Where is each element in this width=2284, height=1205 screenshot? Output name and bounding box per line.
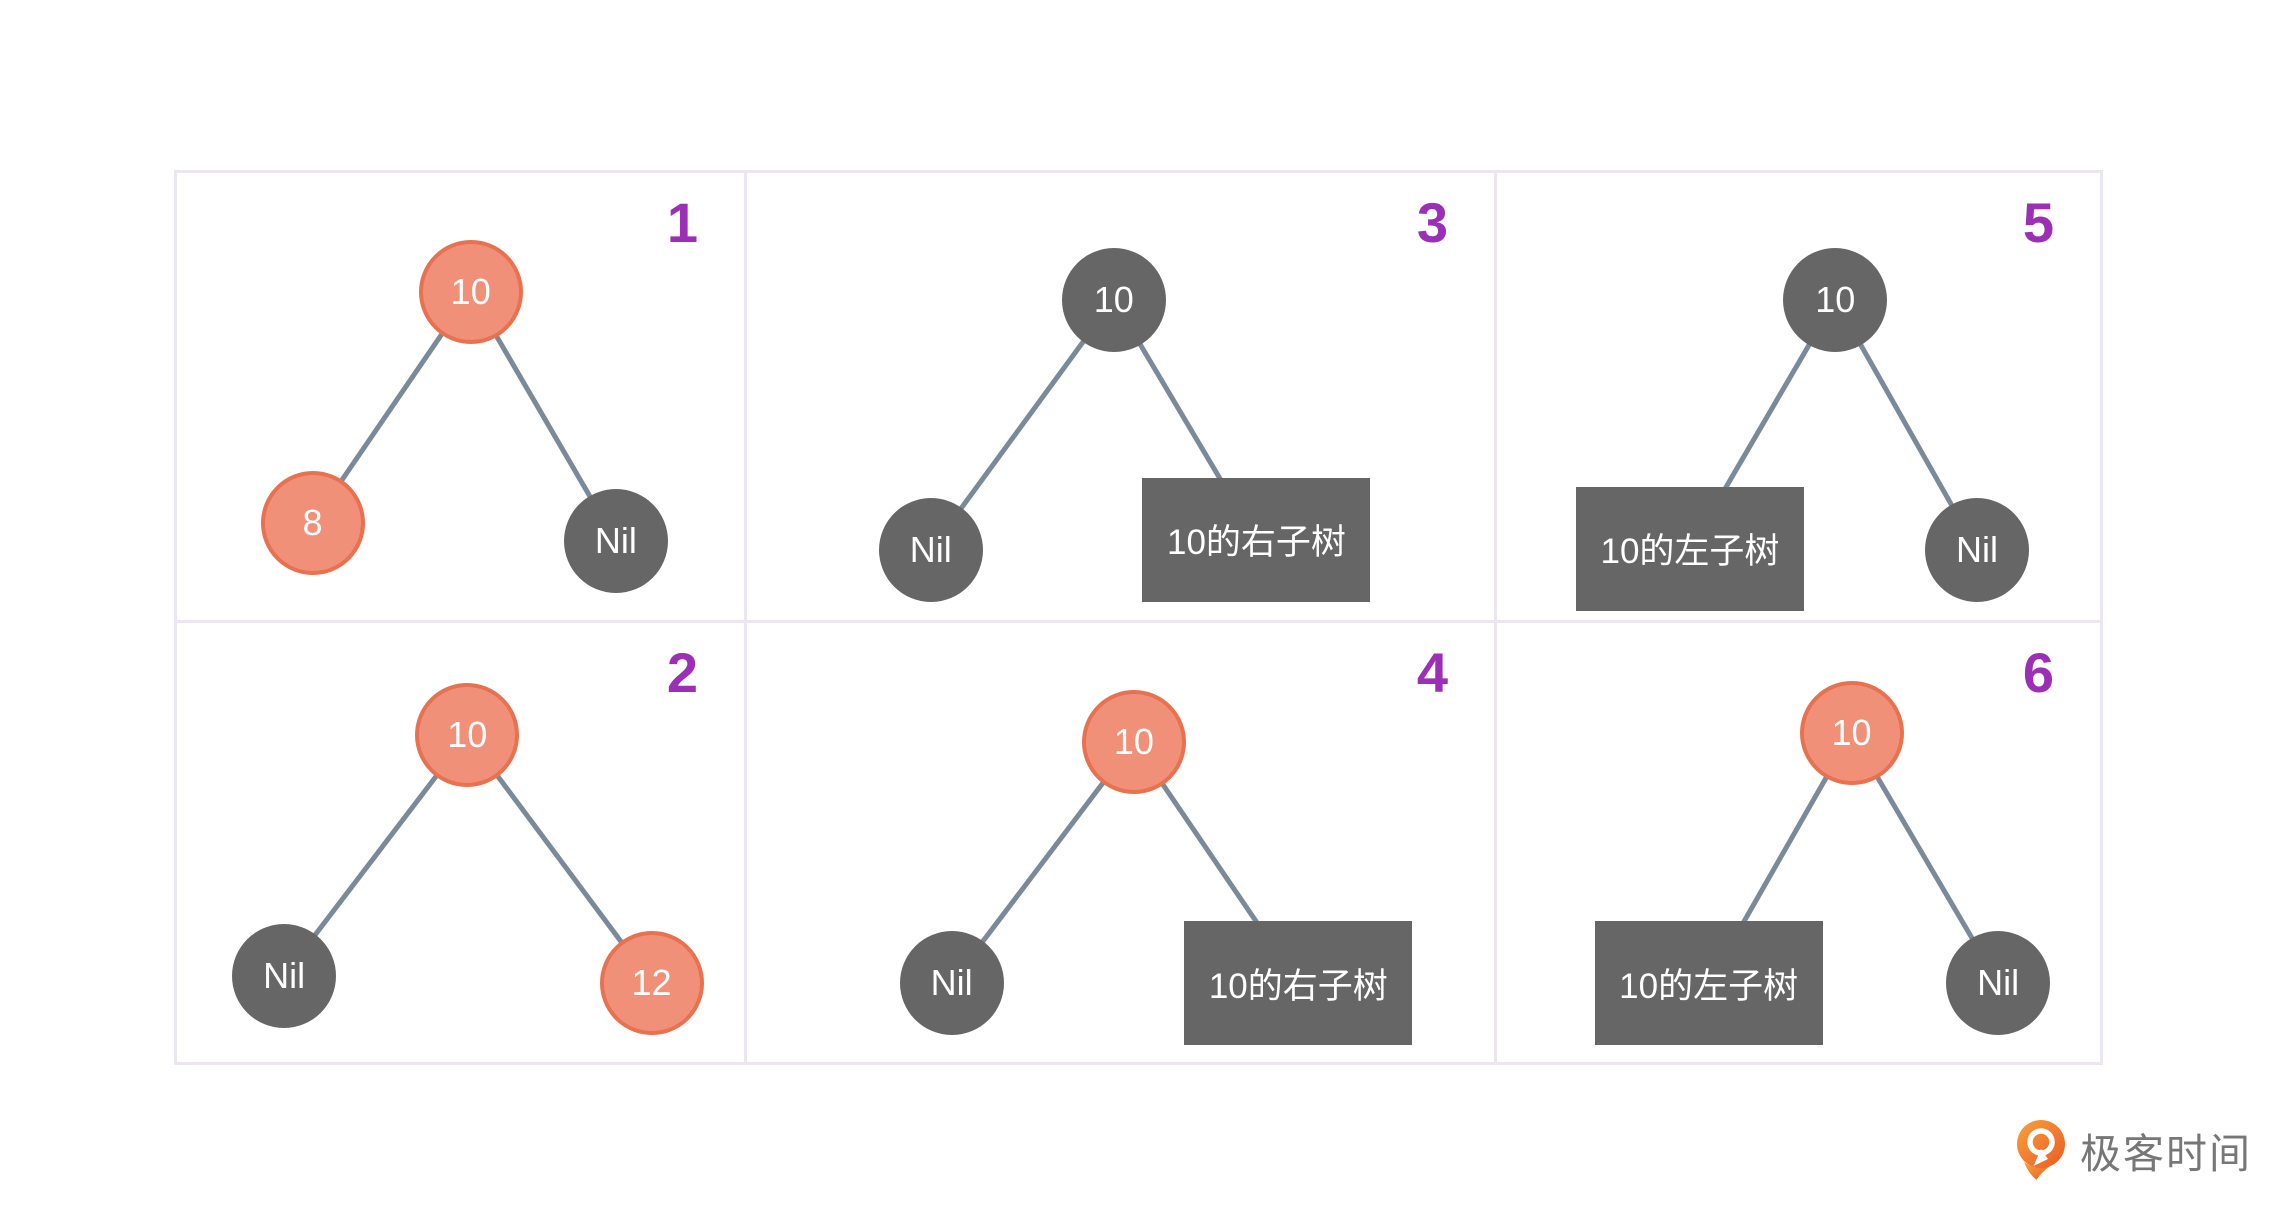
root-node: 10 <box>1061 247 1166 352</box>
tree-panel-6: 6 10 10的左子树 Nil <box>1497 623 2100 1062</box>
left-child-node: Nil <box>899 930 1004 1035</box>
root-node: 10 <box>1799 681 1904 786</box>
left-subtree-node: 10的左子树 <box>1594 921 1823 1046</box>
right-child-node: Nil <box>1924 497 2029 602</box>
root-node: 10 <box>1783 247 1888 352</box>
right-subtree-node: 10的右子树 <box>1184 921 1413 1046</box>
root-node: 10 <box>418 239 523 344</box>
left-child-node: 8 <box>260 471 365 575</box>
tree-panel-3: 3 10 Nil 10的右子树 <box>747 173 1497 623</box>
tree-panel-2: 2 10 Nil 12 <box>177 623 747 1062</box>
panel-number: 5 <box>2022 191 2054 254</box>
panel-number: 1 <box>666 191 698 254</box>
left-child-node: Nil <box>878 497 983 602</box>
tree-panel-4: 4 10 Nil 10的右子树 <box>747 623 1497 1062</box>
right-child-node: Nil <box>1946 930 2051 1035</box>
right-child-node: 12 <box>599 930 704 1035</box>
panel-number: 6 <box>2022 641 2054 704</box>
left-subtree-node: 10的左子树 <box>1575 486 1804 611</box>
tree-diagram-grid: 1 10 8 Nil 3 10 Nil 10的右子树 5 10 10的左子树 N… <box>174 170 2103 1065</box>
tree-panel-1: 1 10 8 Nil <box>177 173 747 623</box>
left-child-node: Nil <box>232 923 337 1028</box>
geektime-logo-icon <box>2017 1120 2065 1180</box>
right-subtree-node: 10的右子树 <box>1142 477 1371 602</box>
tree-panel-5: 5 10 10的左子树 Nil <box>1497 173 2100 623</box>
panel-number: 2 <box>666 641 698 704</box>
geektime-logo-text: 极客时间 <box>2080 1131 2252 1177</box>
root-node: 10 <box>1081 689 1186 794</box>
right-child-node: Nil <box>563 488 668 593</box>
tree-edges <box>928 298 1259 552</box>
geektime-logo: 极客时间 <box>2014 1118 2252 1182</box>
panel-number: 3 <box>1416 191 1448 254</box>
root-node: 10 <box>415 683 520 788</box>
panel-number: 4 <box>1416 641 1448 704</box>
